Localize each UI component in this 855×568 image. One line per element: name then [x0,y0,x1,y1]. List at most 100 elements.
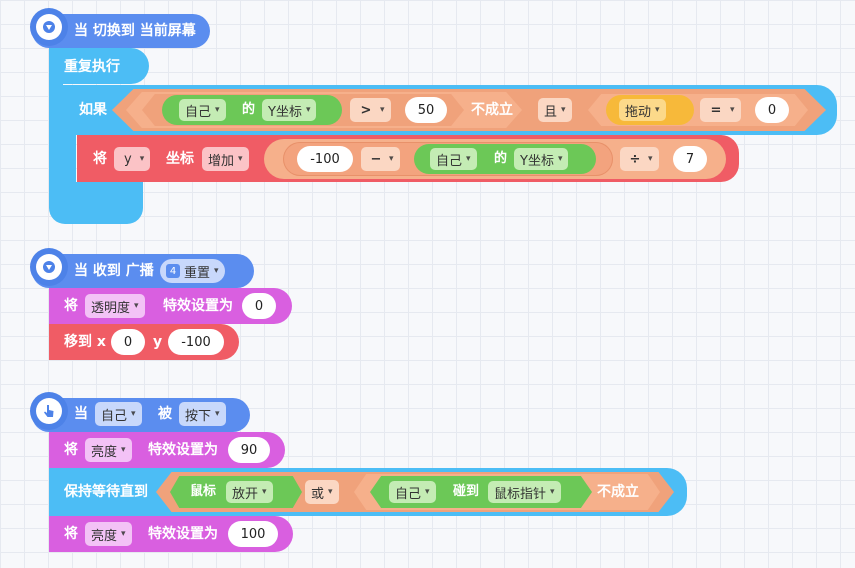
equals-value: 0 [767,102,777,118]
if-label: 如果 [79,102,107,118]
divide-dropdown[interactable]: ÷▾ [620,147,659,171]
var-dropdown[interactable]: y▾ [114,147,151,171]
touch-target-dropdown[interactable]: 鼠标指针▾ [488,481,561,503]
brightness-value-2: 100 [240,526,266,542]
mode-dropdown[interactable]: 增加▾ [202,147,249,171]
chevron-down-icon: ▾ [550,487,555,497]
chevron-down-icon: ▾ [121,529,126,539]
brightness-label-1: 亮度 [91,444,118,460]
and-dropdown[interactable]: 且▾ [538,98,572,122]
broadcast-dropdown[interactable]: 4 重置▾ [160,259,225,283]
y-prop-label-2: Y坐标 [520,153,554,169]
chevron-down-icon: ▾ [215,105,220,115]
set-label-2: 将 [64,298,78,314]
chevron-down-icon: ▾ [238,154,243,164]
brightness-value-1: 90 [240,442,258,458]
chevron-down-icon: ▾ [655,105,660,115]
action-label: 按下 [185,408,212,424]
x-value: 0 [123,334,133,350]
self-dropdown-2[interactable]: 自己▾ [430,148,477,170]
if-bottom [62,182,142,206]
and-label: 且 [544,104,558,120]
touch-target-label: 鼠标指针 [494,486,547,502]
brightness-value-input-2[interactable]: 100 [228,521,278,547]
not-true-label: 不成立 [471,102,513,118]
self-label-3: 自己 [395,486,422,502]
y-input[interactable]: -100 [168,329,224,355]
divide-n2-input[interactable]: 7 [673,146,707,172]
chevron-down-icon: ▾ [380,105,385,115]
minus-label: − [370,151,382,167]
or-label: 或 [311,486,325,502]
opacity-dropdown[interactable]: 透明度▾ [85,294,145,318]
coord-label: 坐标 [166,151,194,167]
hat-label: 当 切换到 当前屏幕 [74,23,196,39]
y-value: -100 [181,334,211,350]
pointer-hat-icon [30,392,68,430]
move-label: 移到 x [64,334,106,350]
minus-dropdown[interactable]: −▾ [361,147,400,171]
repeat-arm [49,84,63,208]
repeat-label: 重复执行 [64,59,120,75]
divide-n2-value: 7 [685,151,695,167]
if-arm [62,130,76,198]
var-label: y [124,151,132,167]
brightness-dropdown-1[interactable]: 亮度▾ [85,438,132,462]
not-true-label-2: 不成立 [597,484,639,500]
chevron-down-icon: ▾ [134,301,139,311]
self-label-2: 自己 [436,153,463,169]
set-label: 将 [93,151,107,167]
broadcast-tag-icon: 4 [166,264,180,278]
of-label: 的 [242,102,256,117]
minus-n1-input[interactable]: -100 [297,146,353,172]
operator-label: > [360,102,372,118]
y-prop-dropdown[interactable]: Y坐标▾ [262,99,317,121]
mouse-state-label: 放开 [232,486,259,502]
by-label: 被 [158,406,172,422]
screen-icon [30,8,68,46]
set-label-4: 将 [64,526,78,542]
chevron-down-icon: ▾ [214,266,219,276]
chevron-down-icon: ▾ [328,487,333,497]
divide-label: ÷ [629,151,641,167]
action-dropdown[interactable]: 按下▾ [179,402,226,426]
chevron-down-icon: ▾ [557,154,563,164]
chevron-down-icon: ▾ [215,409,220,419]
target-dropdown[interactable]: 自己▾ [95,402,142,426]
repeat-block[interactable] [49,48,149,84]
equals-value-input[interactable]: 0 [755,97,789,123]
mode-label: 增加 [208,153,235,169]
brightness-dropdown-2[interactable]: 亮度▾ [85,522,132,546]
y-label: y [153,334,163,350]
touch-label: 碰到 [453,484,480,499]
y-prop-label: Y坐标 [268,104,302,120]
chevron-down-icon: ▾ [561,105,566,115]
broadcast-hat-label: 当 收到 广播 [74,263,154,279]
x-input[interactable]: 0 [111,329,145,355]
chevron-down-icon: ▾ [730,105,735,115]
y-prop-dropdown-2[interactable]: Y坐标▾ [514,148,569,170]
self-dropdown[interactable]: 自己▾ [179,99,226,121]
compare-value: 50 [417,102,435,118]
or-dropdown[interactable]: 或▾ [305,480,339,504]
chevron-down-icon: ▾ [139,154,145,164]
drag-label: 拖动 [625,104,652,120]
opacity-value: 0 [254,298,264,314]
brightness-value-input-1[interactable]: 90 [228,437,270,463]
chevron-down-icon: ▾ [389,154,394,164]
equals-dropdown[interactable]: =▾ [700,98,741,122]
compare-value-input[interactable]: 50 [405,97,447,123]
chevron-down-icon: ▾ [262,487,267,497]
broadcast-label: 重置 [184,265,211,281]
effect-set-label-1: 特效设置为 [148,442,218,458]
mouse-state-dropdown[interactable]: 放开▾ [226,481,273,503]
brightness-label-2: 亮度 [91,528,118,544]
effect-set-label: 特效设置为 [163,298,233,314]
wait-label: 保持等待直到 [64,484,148,500]
drag-dropdown[interactable]: 拖动▾ [619,99,666,121]
opacity-value-input[interactable]: 0 [242,293,276,319]
operator-dropdown[interactable]: >▾ [350,98,391,122]
mouse-label: 鼠标 [190,484,217,499]
opacity-label: 透明度 [91,300,131,316]
self-dropdown-3[interactable]: 自己▾ [389,481,436,503]
